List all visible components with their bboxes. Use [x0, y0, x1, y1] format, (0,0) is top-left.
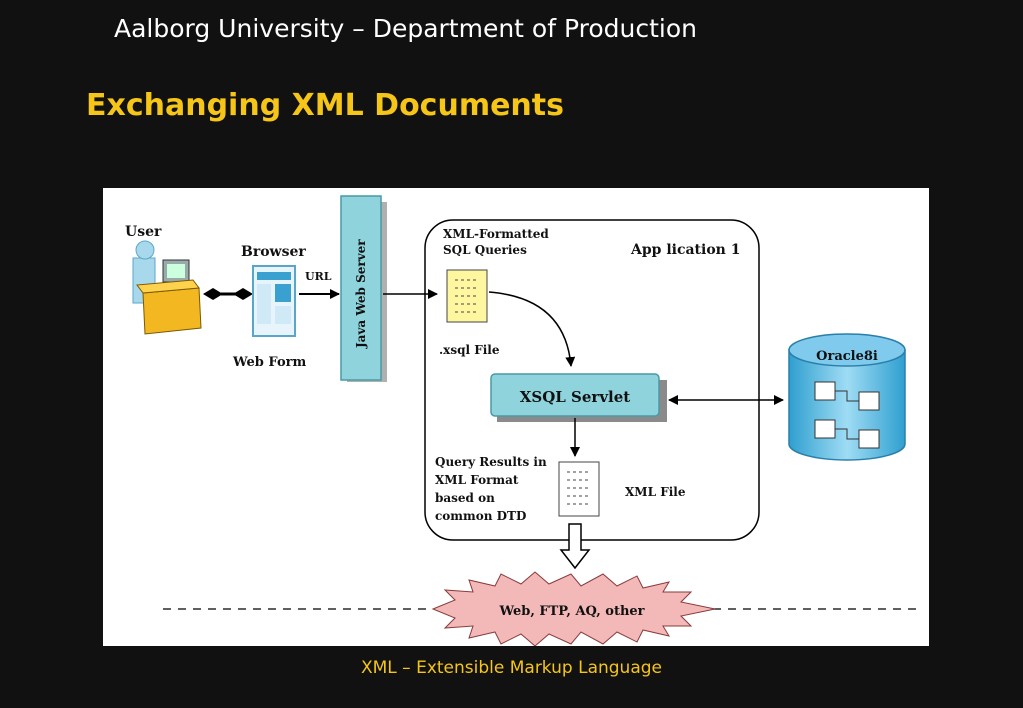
xsql-servlet-box: [490, 373, 667, 422]
xsql-file-icon: [446, 269, 488, 323]
url-label: URL: [305, 270, 332, 283]
user-icon: [132, 240, 202, 335]
query-results-label-1: Query Results in: [435, 455, 547, 469]
application-box: [424, 219, 760, 541]
user-browser-connector: [203, 288, 253, 300]
xml-formatted-label-1: XML-Formatted: [443, 227, 549, 241]
xsql-file-label: .xsql File: [439, 343, 500, 357]
query-results-label-2: XML Format: [435, 473, 519, 487]
xml-file-icon: [558, 461, 600, 517]
java-web-server-label: Java Web Server: [354, 239, 368, 349]
xsql-servlet-label: XSQL Servlet: [520, 388, 631, 406]
oracle-label: Oracle8i: [816, 349, 878, 364]
java-web-server-box: [340, 195, 387, 382]
output-down-arrow: [559, 523, 591, 570]
oracle-database-icon: [788, 333, 906, 461]
transport-label: Web, FTP, AQ, other: [498, 604, 644, 619]
web-form-label: Web Form: [232, 355, 306, 370]
application-label: App lication 1: [630, 242, 740, 258]
file-to-servlet-arrow: [488, 291, 576, 367]
xml-exchange-diagram: User Browser Web Form URL Java Web Serve…: [103, 188, 929, 646]
header-org: Aalborg University – Department of Produ…: [114, 14, 697, 43]
query-results-label-3: based on: [435, 491, 495, 505]
slide-title: Exchanging XML Documents: [86, 88, 564, 123]
xml-formatted-label-2: SQL Queries: [443, 243, 527, 257]
user-label: User: [125, 224, 162, 240]
browser-label: Browser: [241, 244, 306, 260]
browser-icon: [252, 265, 296, 337]
footer-text: XML – Extensible Markup Language: [360, 658, 662, 678]
transport-starburst: [431, 571, 716, 646]
xml-file-label: XML File: [625, 485, 686, 499]
query-results-label-4: common DTD: [435, 509, 526, 523]
